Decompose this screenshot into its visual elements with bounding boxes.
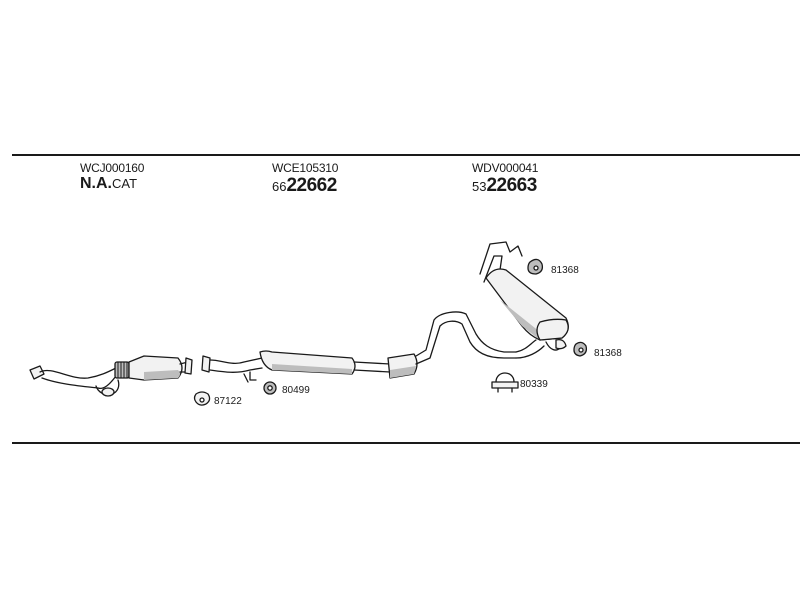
part-code-front: WCJ000160 bbox=[80, 161, 145, 175]
rear-resonator-shade bbox=[390, 366, 416, 378]
bottom-divider bbox=[12, 442, 800, 444]
rubber-mount-mid-part bbox=[263, 381, 277, 395]
column-label-rear: WDV000041 5322663 bbox=[472, 162, 538, 195]
front-pipe bbox=[29, 355, 193, 397]
column-label-middle: WCE105310 6622662 bbox=[272, 162, 338, 195]
rear-silencer-inlet bbox=[515, 339, 545, 359]
middle-pipe bbox=[201, 311, 517, 383]
part-code-rear: WDV000041 bbox=[472, 161, 539, 175]
callout-rubber-mount-upper: 81368 bbox=[551, 265, 579, 276]
front-pipe-tube-lower bbox=[41, 375, 117, 390]
front-pipe-tube-upper bbox=[39, 367, 117, 379]
part-code-middle: WCE105310 bbox=[272, 161, 339, 175]
rear-silencer-end-cap bbox=[536, 318, 569, 341]
rubber-mount-rear-part bbox=[573, 341, 588, 357]
gasket-front-part bbox=[193, 391, 211, 406]
callout-rubber-mount-mid: 80499 bbox=[282, 385, 310, 396]
middle-pipe-riser bbox=[415, 311, 517, 357]
column-label-front: WCJ000160 N.A.CAT bbox=[80, 162, 144, 192]
catalytic-outlet-flange bbox=[184, 357, 193, 375]
clamp-part bbox=[491, 372, 519, 393]
tailpipe-tip bbox=[555, 338, 567, 350]
middle-pipe-flange bbox=[201, 355, 211, 373]
rubber-mount-upper-part bbox=[527, 258, 544, 275]
middle-pipe-inlet bbox=[209, 357, 263, 373]
middle-pipe-riser-inner bbox=[415, 320, 517, 365]
middle-mount-bracket bbox=[243, 371, 257, 383]
part-number-front: N.A.CAT bbox=[80, 175, 138, 192]
catalytic-converter-shade bbox=[144, 370, 180, 380]
front-pipe-flange bbox=[29, 365, 45, 380]
middle-muffler-shade bbox=[272, 364, 352, 374]
middle-pipe-link bbox=[353, 361, 391, 373]
part-number-middle: 6622662 bbox=[272, 175, 337, 196]
rear-silencer bbox=[479, 241, 569, 359]
top-divider bbox=[12, 154, 800, 156]
callout-gasket-front: 87122 bbox=[214, 396, 242, 407]
front-pipe-joint bbox=[101, 387, 115, 397]
callout-rubber-mount-rear: 81368 bbox=[594, 348, 622, 359]
callout-clamp: 80339 bbox=[520, 379, 548, 390]
part-number-rear: 5322663 bbox=[472, 175, 537, 196]
rear-hanger-bracket bbox=[479, 241, 523, 283]
flex-bellows-ribs bbox=[117, 361, 128, 379]
